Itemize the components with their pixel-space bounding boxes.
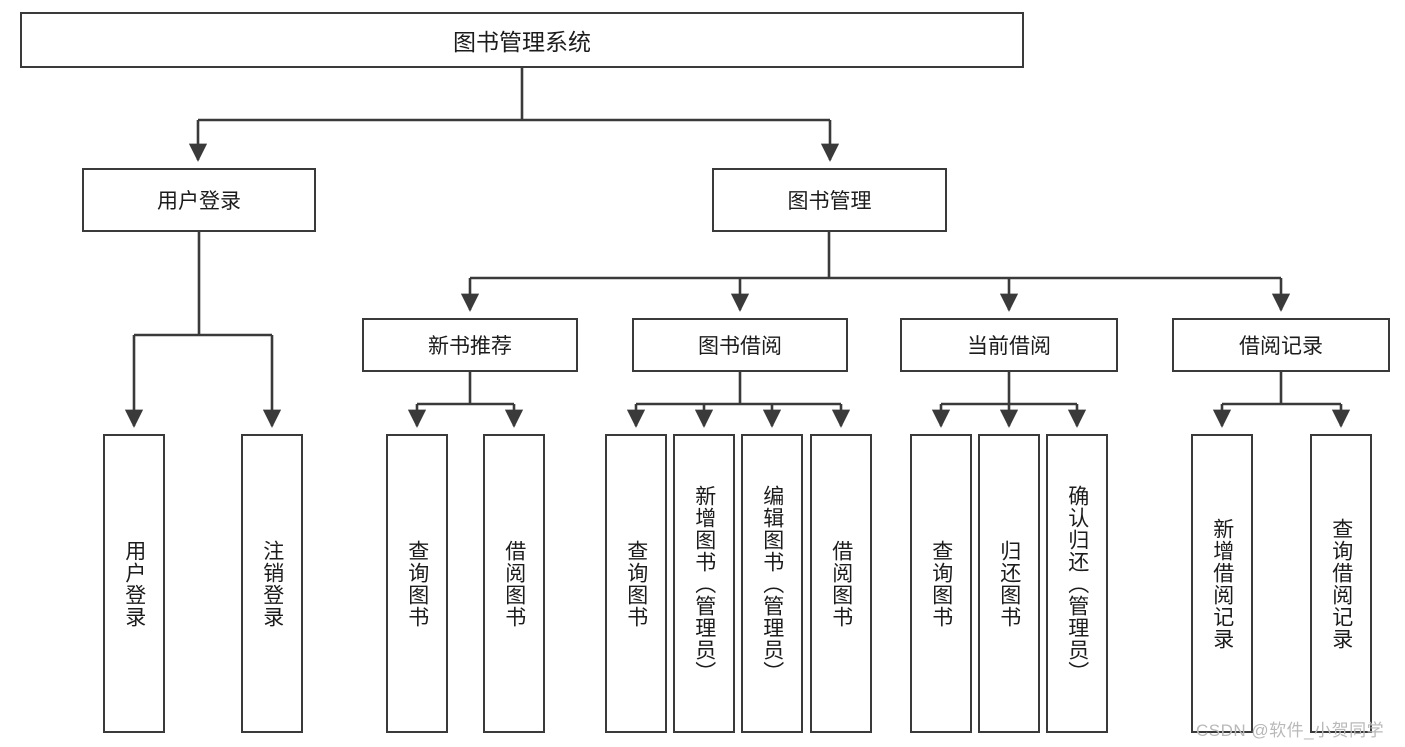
leaf-label: 查询借阅记录 <box>1329 517 1353 650</box>
leaf-label: 新增借阅记录 <box>1210 517 1234 650</box>
leaf-book-borrow-borrow[interactable]: 借阅图书 <box>810 434 872 733</box>
node-book-management-label: 图书管理 <box>787 190 872 213</box>
leaf-book-borrow-add[interactable]: 新增图书（管理员） <box>673 434 735 733</box>
leaf-borrow-record-query[interactable]: 查询借阅记录 <box>1310 434 1372 733</box>
node-current-borrow[interactable]: 当前借阅 <box>900 318 1118 372</box>
leaf-current-borrow-return[interactable]: 归还图书 <box>978 434 1040 733</box>
node-borrow-record[interactable]: 借阅记录 <box>1172 318 1390 372</box>
node-borrow-record-label: 借阅记录 <box>1239 335 1323 358</box>
node-new-book-recommend[interactable]: 新书推荐 <box>362 318 578 372</box>
leaf-current-borrow-confirm-return[interactable]: 确认归还（管理员） <box>1046 434 1108 733</box>
leaf-label: 查询图书 <box>405 539 429 628</box>
leaf-label: 编辑图书（管理员） <box>760 484 784 683</box>
leaf-label: 用户登录 <box>122 539 146 628</box>
node-user-login[interactable]: 用户登录 <box>82 168 316 232</box>
leaf-label: 查询图书 <box>624 539 648 628</box>
leaf-book-borrow-edit[interactable]: 编辑图书（管理员） <box>741 434 803 733</box>
leaf-user-login-login[interactable]: 用户登录 <box>103 434 165 733</box>
leaf-label: 归还图书 <box>997 539 1021 628</box>
csdn-watermark: CSDN @软件_小贺同学 <box>1196 721 1385 740</box>
node-current-borrow-label: 当前借阅 <box>967 335 1051 358</box>
leaf-book-borrow-query[interactable]: 查询图书 <box>605 434 667 733</box>
leaf-label: 确认归还（管理员） <box>1065 484 1089 683</box>
node-book-management[interactable]: 图书管理 <box>712 168 947 232</box>
node-book-borrow-label: 图书借阅 <box>698 335 782 358</box>
leaf-new-book-borrow[interactable]: 借阅图书 <box>483 434 545 733</box>
leaf-label: 借阅图书 <box>502 539 526 628</box>
leaf-label: 注销登录 <box>260 539 284 628</box>
leaf-new-book-query[interactable]: 查询图书 <box>386 434 448 733</box>
node-root-label: 图书管理系统 <box>453 29 591 55</box>
leaf-label: 借阅图书 <box>829 539 853 628</box>
node-book-borrow[interactable]: 图书借阅 <box>632 318 848 372</box>
leaf-borrow-record-add[interactable]: 新增借阅记录 <box>1191 434 1253 733</box>
leaf-label: 查询图书 <box>929 539 953 628</box>
leaf-user-login-logout[interactable]: 注销登录 <box>241 434 303 733</box>
node-root[interactable]: 图书管理系统 <box>20 12 1024 68</box>
node-new-book-recommend-label: 新书推荐 <box>428 335 512 358</box>
leaf-label: 新增图书（管理员） <box>692 484 716 683</box>
leaf-current-borrow-query[interactable]: 查询图书 <box>910 434 972 733</box>
node-user-login-label: 用户登录 <box>157 190 241 213</box>
